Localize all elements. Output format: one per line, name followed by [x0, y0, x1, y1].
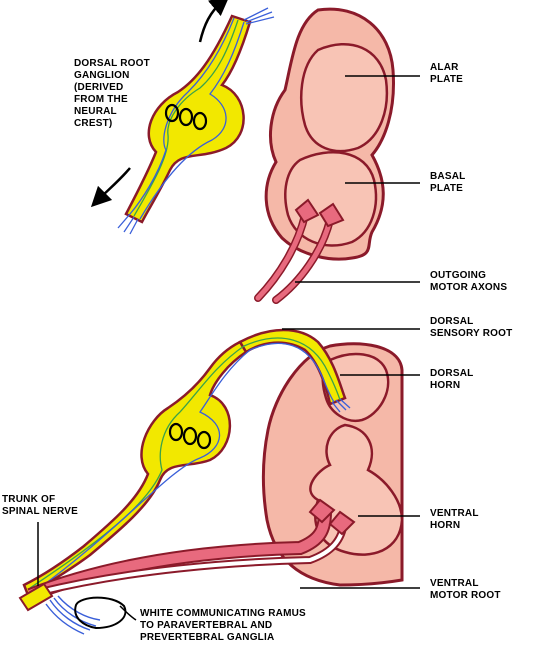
dorsal-root-ganglion-label: DORSAL ROOT GANGLION (DERIVED FROM THE N… [74, 58, 150, 129]
alar-plate-region [300, 43, 389, 153]
bottom-leader-lines [37, 328, 420, 621]
migration-arrow-down [90, 167, 131, 208]
ventral-motor-root [27, 498, 356, 602]
dorsal-sensory-root-label: DORSAL SENSORY ROOT [430, 316, 513, 339]
spinal-nerve-trunk [18, 582, 54, 612]
ventral-motor-root-label: VENTRAL MOTOR ROOT [430, 578, 501, 601]
white-communicating-ramus-label: WHITE COMMUNICATING RAMUS TO PARAVERTEBR… [140, 608, 306, 643]
migration-arrow-up [198, 0, 230, 43]
dorsal-horn-label: DORSAL HORN [430, 368, 474, 391]
basal-plate-region [284, 151, 378, 247]
basal-plate-label: BASAL PLATE [430, 171, 466, 194]
dorsal-horn-region [321, 352, 390, 423]
ventral-horn-label: VENTRAL HORN [430, 508, 479, 531]
outgoing-motor-axons [254, 198, 345, 304]
top-leader-lines [295, 75, 420, 283]
outgoing-motor-axons-label: OUTGOING MOTOR AXONS [430, 270, 508, 293]
alar-plate-label: ALAR PLATE [430, 62, 464, 85]
white-communicating-ramus [45, 595, 127, 635]
trunk-of-spinal-nerve-label: TRUNK OF SPINAL NERVE [2, 494, 78, 517]
dorsal-root-ganglion-top [117, 7, 275, 235]
